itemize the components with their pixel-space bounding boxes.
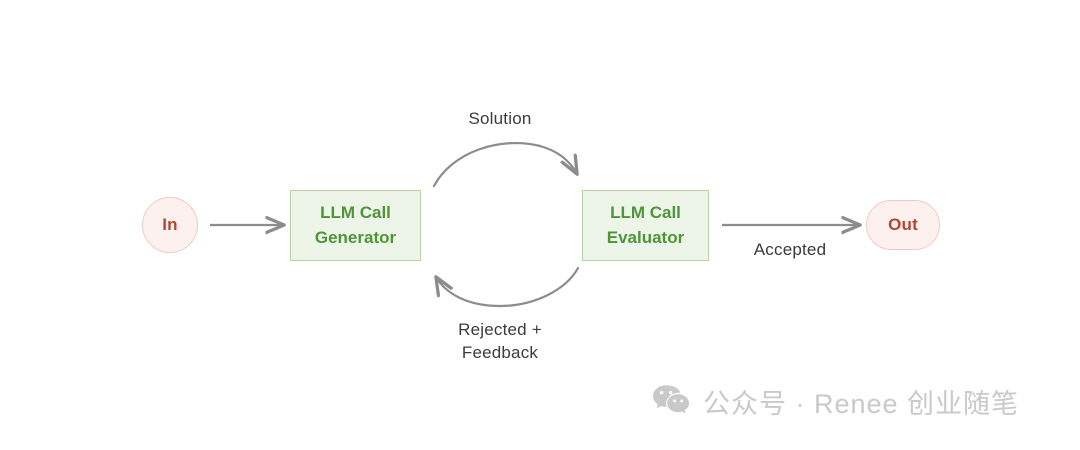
rejected-label-line1: Rejected +	[458, 320, 542, 339]
arrow-rejected-feedback	[436, 266, 580, 308]
node-output-label: Out	[888, 215, 918, 234]
node-output[interactable]: Out	[866, 200, 940, 250]
evaluator-label-line2: Evaluator	[606, 227, 685, 247]
arrow-solution	[432, 142, 577, 188]
evaluator-label-line1: LLM Call	[610, 202, 681, 222]
wechat-icon	[652, 384, 690, 419]
edge-label-accepted: Accepted	[753, 240, 827, 259]
generator-label-line2: Generator	[314, 227, 397, 247]
watermark-text: 公众号 · Renee 创业随笔	[703, 389, 1020, 419]
node-input-label: In	[162, 215, 178, 234]
node-llm-call-generator[interactable]: LLM Call Generator	[290, 190, 421, 261]
edge-label-rejected-feedback: Rejected + Feedback	[400, 319, 600, 365]
edge-label-solution: Solution	[468, 109, 532, 128]
watermark: 公众号 · Renee 创业随笔	[652, 382, 1019, 421]
rejected-label-line2: Feedback	[461, 342, 539, 362]
node-llm-call-evaluator[interactable]: LLM Call Evaluator	[582, 190, 709, 261]
generator-label-line1: LLM Call	[320, 202, 391, 222]
node-input[interactable]: In	[142, 197, 198, 253]
